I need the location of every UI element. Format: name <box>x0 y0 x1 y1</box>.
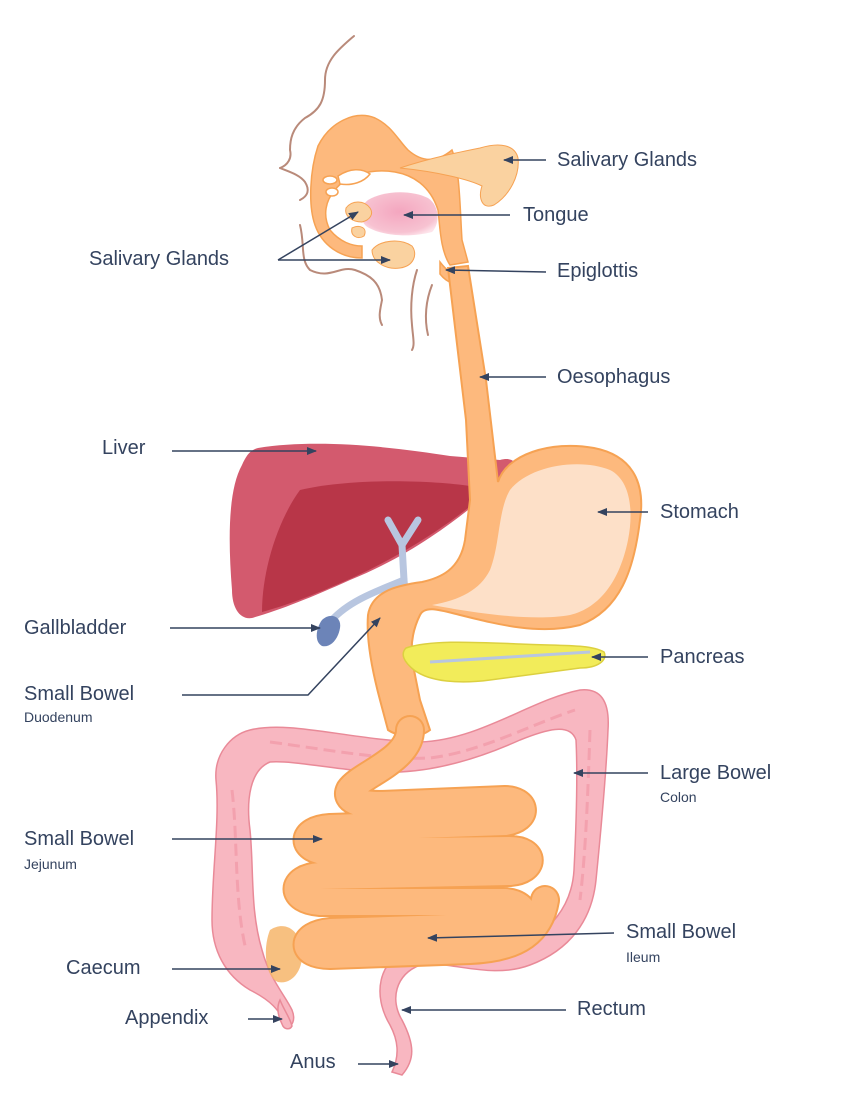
label-large-bowel-title: Large Bowel <box>660 762 771 784</box>
pointer-duodenum <box>182 618 380 695</box>
label-ileum-title: Small Bowel <box>626 921 736 943</box>
label-large-bowel-sub: Colon <box>660 789 697 805</box>
label-pancreas: Pancreas <box>660 646 745 668</box>
label-stomach: Stomach <box>660 501 739 523</box>
label-ileum-sub: Ileum <box>626 949 660 965</box>
label-jejunum-sub: Jejunum <box>24 856 77 872</box>
label-appendix: Appendix <box>125 1007 208 1029</box>
label-tongue: Tongue <box>523 204 589 226</box>
salivary-gland-sublingual <box>346 202 372 222</box>
gallbladder-shape <box>317 616 340 646</box>
salivary-gland-submandibular <box>372 241 415 268</box>
label-epiglottis: Epiglottis <box>557 260 638 282</box>
label-rectum: Rectum <box>577 998 646 1020</box>
label-duodenum-title: Small Bowel <box>24 683 134 705</box>
label-gallbladder: Gallbladder <box>24 617 126 639</box>
label-caecum: Caecum <box>66 957 140 979</box>
label-liver: Liver <box>102 437 145 459</box>
label-anus: Anus <box>290 1051 336 1073</box>
label-oesophagus: Oesophagus <box>557 366 670 388</box>
label-salivary-glands-top: Salivary Glands <box>557 149 697 171</box>
label-salivary-glands-left: Salivary Glands <box>89 248 229 270</box>
tongue-shape <box>361 192 438 235</box>
label-duodenum-sub: Duodenum <box>24 709 93 725</box>
label-jejunum-title: Small Bowel <box>24 828 134 850</box>
